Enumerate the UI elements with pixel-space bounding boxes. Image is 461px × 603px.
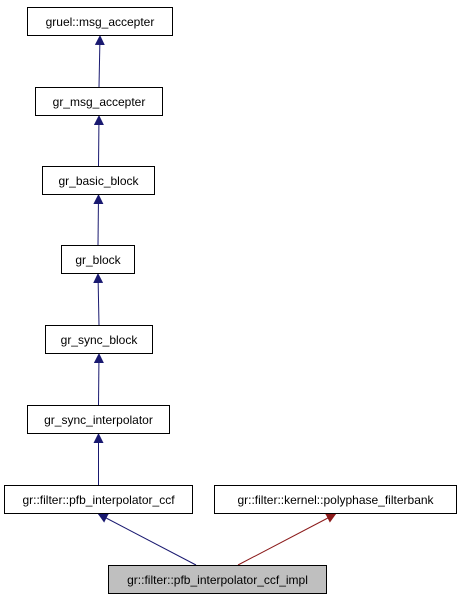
inheritance-edge-gr-sync-interpolator-to-gr-sync-block	[93, 353, 104, 406]
class-node-gruel-msg-accepter[interactable]: gruel::msg_accepter	[27, 7, 173, 36]
class-node-pfb-interpolator-ccf-impl-current: gr::filter::pfb_interpolator_ccf_impl	[108, 565, 327, 594]
class-node-gr-block[interactable]: gr_block	[61, 245, 135, 274]
inheritance-edge-gr-msg-accepter-to-gruel-msg-accepter	[94, 35, 105, 88]
class-node-gr-sync-block[interactable]: gr_sync_block	[45, 325, 153, 354]
class-node-pfb-interpolator-ccf[interactable]: gr::filter::pfb_interpolator_ccf	[4, 485, 193, 514]
class-node-gr-msg-accepter[interactable]: gr_msg_accepter	[35, 87, 163, 116]
class-node-gr-basic-block[interactable]: gr_basic_block	[42, 166, 155, 195]
inheritance-edge-pfb-interpolator-ccf-impl-to-polyphase-filterbank	[237, 513, 337, 566]
class-node-polyphase-filterbank[interactable]: gr::filter::kernel::polyphase_filterbank	[214, 485, 457, 514]
inheritance-edge-gr-basic-block-to-gr-msg-accepter	[93, 115, 104, 167]
inheritance-edge-gr-sync-block-to-gr-block	[93, 273, 104, 326]
class-node-gr-sync-interpolator[interactable]: gr_sync_interpolator	[27, 405, 170, 434]
inheritance-edge-pfb-interpolator-ccf-impl-to-pfb-interpolator-ccf	[97, 513, 197, 566]
inheritance-edge-gr-block-to-gr-basic-block	[93, 194, 104, 246]
